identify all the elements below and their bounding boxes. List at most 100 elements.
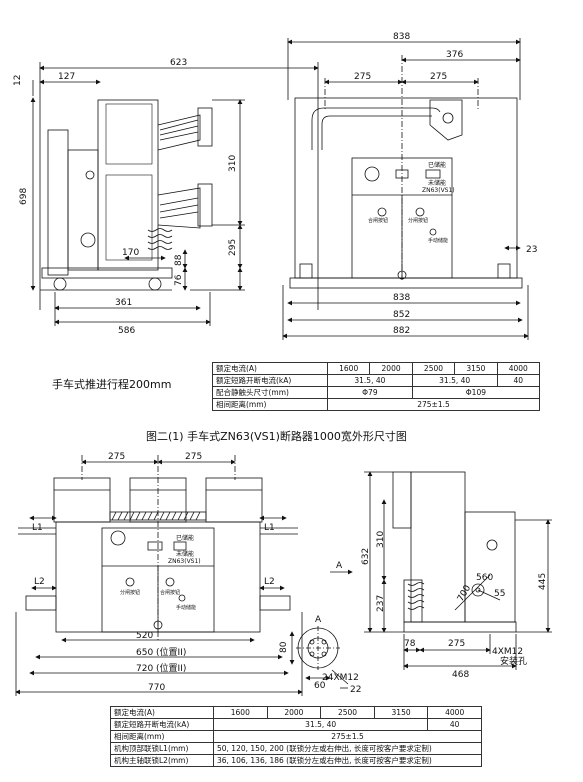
table-row: 额定电流(A) 1600 2000 2500 3150 4000	[212, 362, 541, 375]
arrow-label-A: A	[336, 561, 343, 571]
fig2-side-view	[364, 471, 552, 670]
dim-76: 76	[174, 274, 184, 286]
table-cell: Φ109	[411, 386, 541, 399]
table-cell: 1600	[326, 362, 371, 375]
table-row: 机构主轴联锁L2(mm) 36, 106, 136, 186 (联锁分左或右伸出…	[110, 754, 482, 767]
panel-label-close: 合闸按钮	[368, 217, 388, 224]
panel-label-uncharged: 未储能	[428, 179, 446, 187]
dim-88: 88	[174, 254, 184, 266]
dim-852: 852	[393, 310, 410, 320]
row-label: 相间距离(mm)	[110, 730, 214, 743]
table-row: 额定电流(A) 1600 2000 2500 3150 4000	[110, 706, 482, 719]
table-cell: 275±1.5	[213, 730, 482, 743]
dim-55: 55	[494, 589, 505, 599]
dim-80: 80	[279, 641, 289, 653]
table-row: 额定短路开断电流(kA) 31.5, 40 40	[110, 718, 482, 731]
table-cell: 36, 106, 136, 186 (联锁分左或右伸出, 长度可按客户要求定制)	[213, 754, 482, 767]
row-label: 机构主轴联锁L2(mm)	[110, 754, 214, 767]
table-row: 机构顶部联锁L1(mm) 50, 120, 150, 200 (联锁分左或右伸出…	[110, 742, 482, 755]
dim-60: 60	[314, 681, 326, 691]
row-label: 配合静触头尺寸(mm)	[212, 386, 328, 399]
dim-361: 361	[115, 298, 132, 308]
dim-882: 882	[393, 326, 410, 336]
table-cell: 50, 120, 150, 200 (联锁分左或右伸出, 长度可按客户要求定制)	[213, 742, 482, 755]
table-row: 相间距离(mm) 275±1.5	[212, 398, 540, 411]
table-row: 相间距离(mm) 275±1.5	[110, 730, 482, 743]
dim-22: 22	[350, 685, 361, 695]
panel-label-charged: 已储能	[428, 161, 446, 169]
fig1-side-view-dims: 12 127 623 698 310 170 88 295 76 361 586	[13, 58, 238, 336]
dim-700: 700	[456, 583, 473, 603]
dim-23: 23	[526, 245, 537, 255]
dim-770: 770	[148, 683, 165, 693]
dim-L2-left: L2	[34, 577, 45, 587]
fig1-side-view	[30, 62, 319, 326]
table-cell: 4000	[427, 706, 482, 719]
row-label: 额定电流(A)	[212, 362, 328, 375]
dim-275-a: 275	[354, 72, 371, 82]
table-cell: 4000	[496, 362, 541, 375]
fig1-front-view-dims: 838 376 275 275 23 838 852 882	[354, 32, 537, 336]
dim-632: 632	[361, 548, 371, 565]
table-cell: 275±1.5	[327, 398, 540, 411]
fig2-panel-labels: 已储能 未储能 ZN63(VS1) 分闸按钮 合闸按钮 手动储能	[120, 534, 201, 611]
table-cell: 31.5, 40	[327, 374, 413, 387]
table-cell: 40	[496, 374, 541, 387]
panel-label-manual: 手动储能	[428, 237, 448, 244]
dim-170: 170	[122, 248, 139, 258]
dim-275-d: 275	[185, 452, 202, 462]
dim-650: 650 (位置II)	[136, 646, 186, 658]
fig2-front-view-dims: 275 275 L1 L1 L2 L2 A 520 650 (位置II) 720…	[32, 452, 343, 693]
label-mount-hole: 安装孔	[500, 655, 527, 667]
dim-310-b: 310	[376, 531, 386, 548]
row-label: 相间距离(mm)	[212, 398, 328, 411]
dim-275-e: 275	[448, 639, 465, 649]
table-cell: 40	[427, 718, 482, 731]
fig2-spec-table: 额定电流(A) 1600 2000 2500 3150 4000 额定短路开断电…	[110, 706, 482, 767]
dim-310: 310	[228, 155, 238, 172]
dim-12: 12	[13, 75, 23, 86]
dim-127: 127	[58, 72, 75, 82]
panel-label-close: 合闸按钮	[160, 589, 180, 596]
dim-78: 78	[404, 639, 416, 649]
fig1-spec-table: 额定电流(A) 1600 2000 2500 3150 4000 额定短路开断电…	[212, 362, 541, 411]
table-cell: 3150	[373, 706, 429, 719]
fig2-front-view	[15, 455, 353, 696]
panel-model: ZN63(VS1)	[168, 558, 201, 565]
panel-label-open: 分闸按钮	[408, 217, 428, 224]
dim-560: 560	[476, 573, 493, 583]
panel-label-manual: 手动储能	[176, 604, 196, 611]
panel-model: ZN63(VS1)	[422, 187, 455, 194]
panel-label-open: 分闸按钮	[120, 589, 140, 596]
dim-838-top: 838	[393, 32, 410, 42]
dim-698: 698	[19, 188, 29, 205]
table-cell: 2000	[266, 706, 322, 719]
row-label: 额定短路开断电流(kA)	[110, 718, 214, 731]
dim-445: 445	[538, 573, 548, 590]
table-cell: 1600	[213, 706, 268, 719]
table-cell: 31.5, 40	[212, 718, 429, 731]
dim-L1-right: L1	[264, 523, 275, 533]
table-cell: 2000	[369, 362, 413, 375]
row-label: 额定短路开断电流(kA)	[212, 374, 328, 387]
dim-237: 237	[376, 595, 386, 612]
table-cell: 3150	[454, 362, 498, 375]
fig1-caption: 图二(1) 手车式ZN63(VS1)断路器1000宽外形尺寸图	[146, 430, 407, 443]
dim-L1-left: L1	[32, 523, 43, 533]
table-cell: 2500	[411, 362, 456, 375]
fig1-front-view	[282, 38, 529, 340]
fig2-detail-view-labels: A 80 60 22 24XM12	[279, 615, 361, 695]
dim-L2-right: L2	[264, 577, 275, 587]
table-row: 额定短路开断电流(kA) 31.5, 40 31.5, 40 40	[212, 374, 541, 387]
dim-520: 520	[136, 631, 153, 641]
dim-720: 720 (位置II)	[136, 662, 186, 674]
dim-275-b: 275	[430, 72, 447, 82]
row-label: 额定电流(A)	[110, 706, 214, 719]
dim-4XM12: 4XM12	[492, 647, 523, 657]
panel-label-charged: 已储能	[176, 534, 194, 542]
table-cell: 31.5, 40	[411, 374, 498, 387]
table-row: 配合静触头尺寸(mm) Φ79 Φ109	[212, 386, 541, 399]
table-cell: Φ79	[327, 386, 413, 399]
fig2-detail-view	[289, 626, 349, 689]
